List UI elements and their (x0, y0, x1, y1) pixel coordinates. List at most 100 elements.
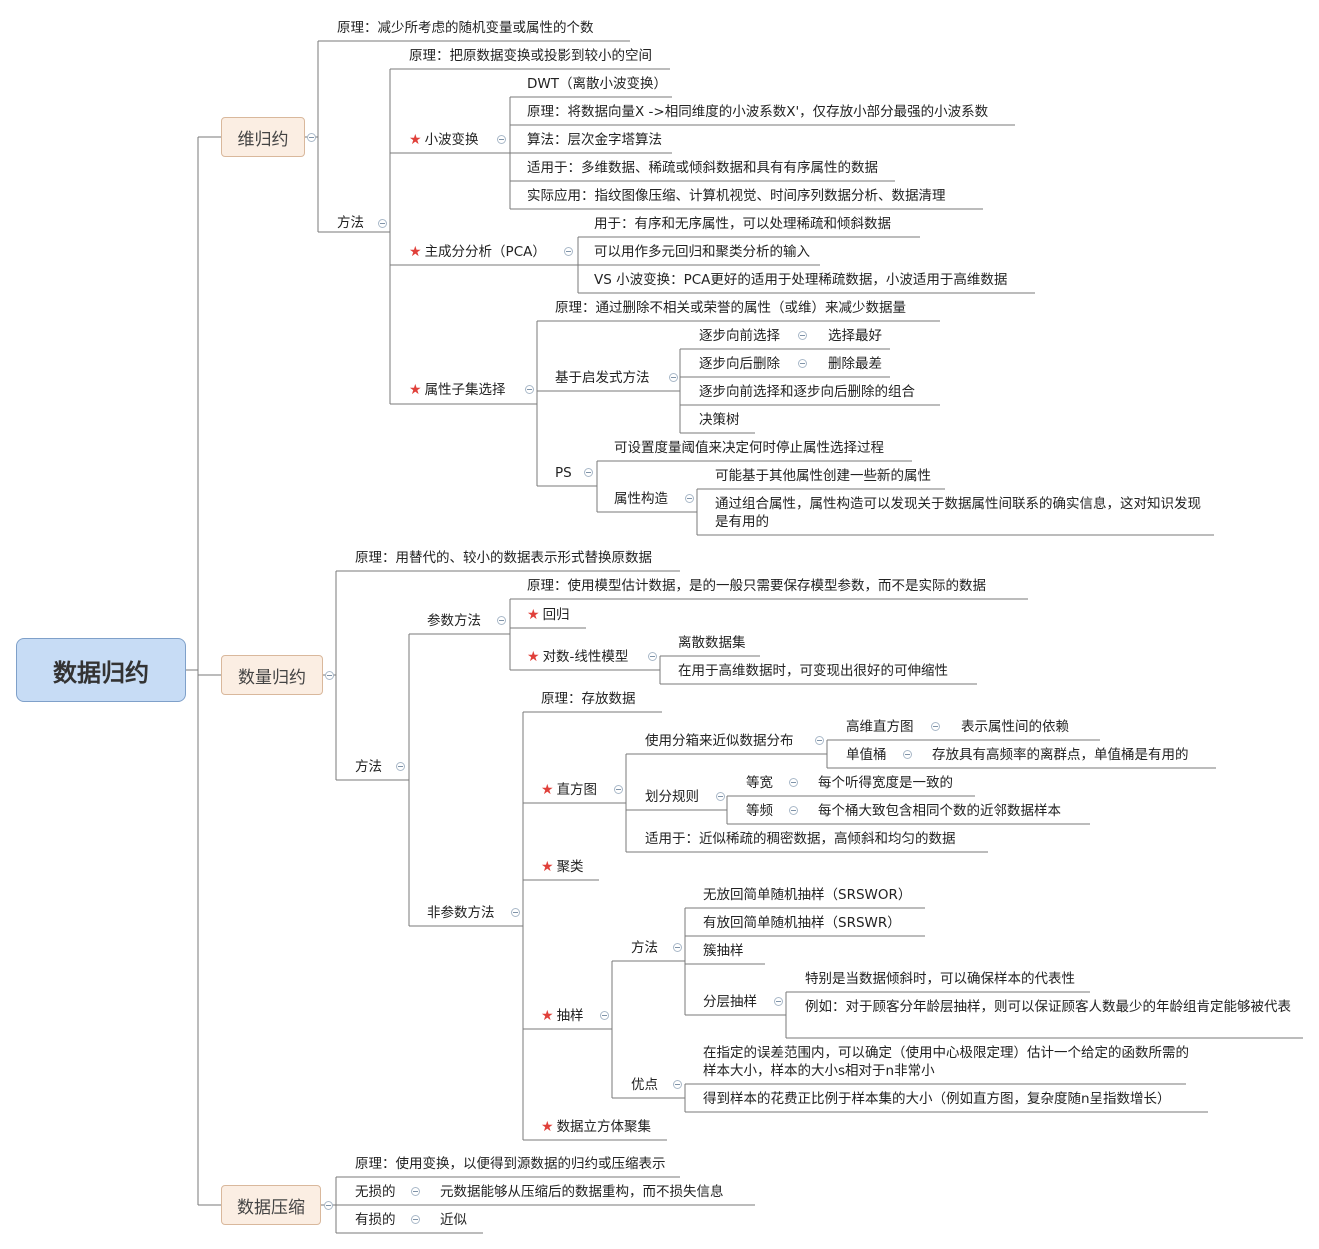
binning-node[interactable]: 使用分箱来近似数据分布 (645, 733, 794, 749)
collapse-toggle[interactable] (931, 722, 940, 731)
wavelet-item: 算法：层次金字塔算法 (527, 132, 662, 148)
wavelet-item: DWT（离散小波变换） (527, 76, 667, 92)
star-icon: ★ (527, 607, 540, 623)
collapse-toggle[interactable] (325, 671, 334, 680)
nonparam-node[interactable]: 非参数方法 (427, 905, 495, 921)
sampling-label: 抽样 (556, 1008, 584, 1024)
partition-rule-node[interactable]: 划分规则 (645, 789, 699, 805)
collapse-toggle[interactable] (307, 133, 316, 142)
loglinear-item: 在用于高维数据时，可变现出很好的可伸缩性 (678, 663, 948, 679)
heuristic-combined: 逐步向前选择和逐步向后删除的组合 (699, 384, 915, 400)
star-icon: ★ (409, 244, 422, 260)
topic-numerosity-reduction[interactable]: 数量归约 (221, 655, 323, 695)
pca-item: 可以用作多元回归和聚类分析的输入 (594, 244, 810, 260)
ps-threshold: 可设置度量阈值来决定何时停止属性选择过程 (614, 440, 884, 456)
cube-node[interactable]: ★数据立方体聚集 (541, 1118, 651, 1136)
loglinear-node[interactable]: ★对数-线性模型 (527, 648, 628, 666)
histogram-apply: 适用于：近似稀疏的稠密数据，高倾斜和均匀的数据 (645, 831, 956, 847)
construct-node[interactable]: 属性构造 (614, 491, 668, 507)
collapse-toggle[interactable] (396, 762, 405, 771)
collapse-toggle[interactable] (798, 359, 807, 368)
collapse-toggle[interactable] (673, 1080, 682, 1089)
collapse-toggle[interactable] (497, 616, 506, 625)
nonparam-principle: 原理：存放数据 (541, 691, 636, 707)
dim-method[interactable]: 方法 (337, 215, 364, 231)
lossy-note: 近似 (440, 1212, 467, 1228)
topic-data-compression[interactable]: 数据压缩 (221, 1185, 321, 1225)
collapse-toggle[interactable] (564, 247, 573, 256)
collapse-toggle[interactable] (511, 908, 520, 917)
subset-label: 属性子集选择 (424, 382, 506, 398)
pca-item: VS 小波变换：PCA更好的适用于处理稀疏数据，小波适用于高维数据 (594, 272, 1008, 288)
equal-width-note: 每个听得宽度是一致的 (818, 775, 953, 791)
collapse-toggle[interactable] (411, 1215, 420, 1224)
cluster-node[interactable]: ★聚类 (541, 858, 584, 876)
collapse-toggle[interactable] (497, 135, 506, 144)
collapse-toggle[interactable] (614, 785, 623, 794)
sampling-node[interactable]: ★抽样 (541, 1007, 584, 1025)
singleton-bucket[interactable]: 单值桶 (846, 747, 887, 763)
ps-node[interactable]: PS (555, 465, 572, 481)
heuristic-backward-note: 删除最差 (828, 356, 882, 372)
collapse-toggle[interactable] (648, 652, 657, 661)
collapse-toggle[interactable] (815, 736, 824, 745)
star-icon: ★ (409, 132, 422, 148)
loglinear-item: 离散数据集 (678, 635, 746, 651)
wavelet-item: 原理：将数据向量X ->相同维度的小波系数X'，仅存放小部分最强的小波系数 (527, 104, 989, 120)
root-topic[interactable]: 数据归约 (16, 638, 186, 702)
collapse-toggle[interactable] (600, 1011, 609, 1020)
advantage-item: 在指定的误差范围内，可以确定（使用中心极限定理）估计一个给定的函数所需的样本大小… (703, 1045, 1189, 1079)
lossless-node[interactable]: 无损的 (355, 1184, 396, 1200)
sampling-method-item: 簇抽样 (703, 943, 744, 959)
heuristic-backward[interactable]: 逐步向后删除 (699, 356, 780, 372)
collapse-toggle[interactable] (525, 385, 534, 394)
histogram-node[interactable]: ★直方图 (541, 781, 597, 799)
collapse-toggle[interactable] (411, 1187, 420, 1196)
construct-item: 通过组合属性，属性构造可以发现关于数据属性间联系的确实信息，这对知识发现是有用的 (715, 496, 1201, 530)
topic-dimension-reduction[interactable]: 维归约 (221, 117, 305, 157)
collapse-toggle[interactable] (673, 943, 682, 952)
histogram-label: 直方图 (556, 782, 598, 798)
wavelet-item: 实际应用：指纹图像压缩、计算机视觉、时间序列数据分析、数据清理 (527, 188, 946, 204)
collapse-toggle[interactable] (669, 373, 678, 382)
equal-frequency-note: 每个桶大致包含相同个数的近邻数据样本 (818, 803, 1061, 819)
collapse-toggle[interactable] (716, 792, 725, 801)
heuristic-decision-tree: 决策树 (699, 412, 740, 428)
pca-item: 用于：有序和无序属性，可以处理稀疏和倾斜数据 (594, 216, 891, 232)
heuristic-forward-note: 选择最好 (828, 328, 882, 344)
equal-frequency[interactable]: 等频 (746, 803, 773, 819)
lossless-note: 元数据能够从压缩后的数据重构，而不损失信息 (440, 1184, 724, 1200)
collapse-toggle[interactable] (903, 750, 912, 759)
pca-node[interactable]: ★主成分分析（PCA） (409, 243, 546, 261)
regression-node[interactable]: ★回归 (527, 606, 570, 624)
param-node[interactable]: 参数方法 (427, 613, 481, 629)
subset-node[interactable]: ★属性子集选择 (409, 381, 506, 399)
advantage-item: 得到样本的花费正比例于样本集的大小（例如直方图，复杂度随n呈指数增长） (703, 1091, 1171, 1107)
heuristic-node[interactable]: 基于启发式方法 (555, 370, 650, 386)
regression-label: 回归 (542, 607, 570, 623)
equal-width[interactable]: 等宽 (746, 775, 773, 791)
collapse-toggle[interactable] (378, 219, 387, 228)
construct-item: 可能基于其他属性创建一些新的属性 (715, 468, 931, 484)
multidim-histogram[interactable]: 高维直方图 (846, 719, 914, 735)
pca-label: 主成分分析（PCA） (424, 244, 546, 260)
loglinear-label: 对数-线性模型 (542, 649, 629, 665)
collapse-toggle[interactable] (324, 1201, 333, 1210)
lossy-node[interactable]: 有损的 (355, 1212, 396, 1228)
collapse-toggle[interactable] (789, 778, 798, 787)
num-method[interactable]: 方法 (355, 759, 382, 775)
sampling-method-node[interactable]: 方法 (631, 940, 658, 956)
collapse-toggle[interactable] (774, 997, 783, 1006)
heuristic-forward[interactable]: 逐步向前选择 (699, 328, 780, 344)
star-icon: ★ (527, 649, 540, 665)
collapse-toggle[interactable] (584, 468, 593, 477)
collapse-toggle[interactable] (789, 806, 798, 815)
stratified-node[interactable]: 分层抽样 (703, 994, 757, 1010)
collapse-toggle[interactable] (685, 494, 694, 503)
wavelet-node[interactable]: ★小波变换 (409, 131, 479, 149)
advantage-node[interactable]: 优点 (631, 1077, 658, 1093)
cluster-label: 聚类 (556, 859, 584, 875)
star-icon: ★ (541, 1119, 554, 1135)
collapse-toggle[interactable] (798, 331, 807, 340)
multidim-note: 表示属性间的依赖 (961, 719, 1069, 735)
